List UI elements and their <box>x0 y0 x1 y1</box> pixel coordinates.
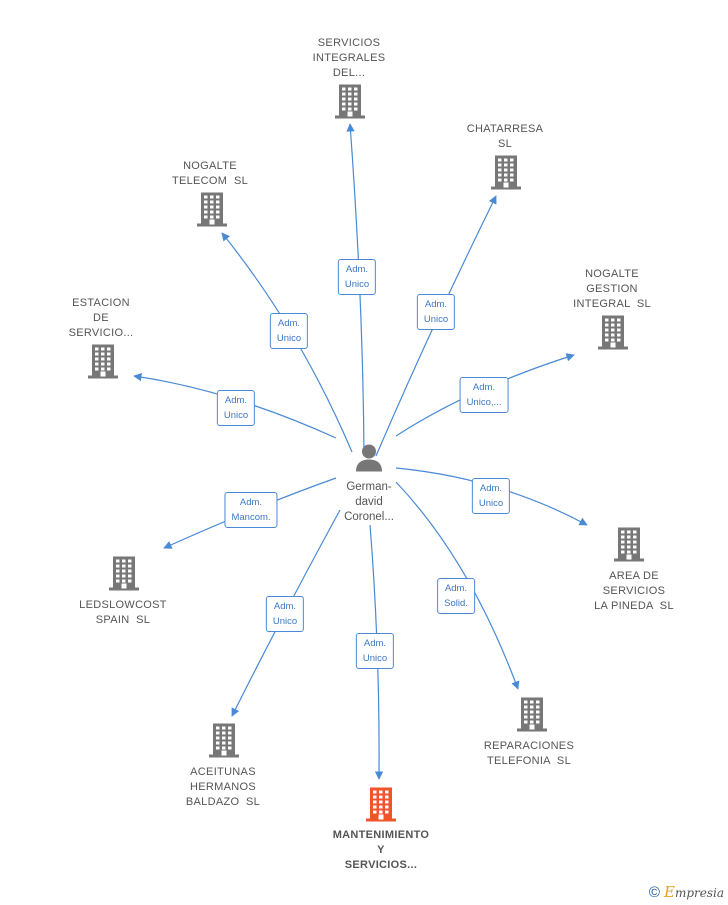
role-badge-estacion-de-servicio[interactable]: Adm.Unico <box>216 390 256 426</box>
center-person-name[interactable]: German- david Coronel... <box>344 481 394 523</box>
role-badge-reparaciones-telefonia[interactable]: Adm.Solid. <box>437 578 475 614</box>
building-icon <box>366 787 396 822</box>
building-icon <box>335 84 365 119</box>
company-node-nogalte-gestion[interactable] <box>596 314 630 355</box>
copyright-icon: © <box>648 883 660 901</box>
role-badge-ledslowcost[interactable]: Adm.Mancom. <box>224 492 278 528</box>
company-node-area-de-servicios[interactable] <box>612 526 646 567</box>
company-node-chatarresa[interactable] <box>489 154 523 195</box>
building-icon <box>614 527 644 562</box>
empresia-logo[interactable]: Empresia <box>663 883 724 901</box>
building-icon <box>197 192 227 227</box>
role-badge-nogalte-telecom[interactable]: Adm.Unico <box>269 313 309 349</box>
role-badge-aceitunas[interactable]: Adm.Unico <box>265 596 305 632</box>
role-badge-mantenimiento[interactable]: Adm.Unico <box>355 633 395 669</box>
building-icon <box>517 697 547 732</box>
building-icon <box>209 723 239 758</box>
company-node-ledslowcost[interactable] <box>107 555 141 596</box>
building-icon <box>88 344 118 379</box>
company-node-nogalte-telecom[interactable] <box>195 191 229 232</box>
company-node-servicios-integrales[interactable] <box>333 83 367 124</box>
footer-brand: © Empresia <box>649 883 724 901</box>
building-icon <box>598 315 628 350</box>
company-node-mantenimiento[interactable] <box>364 786 398 827</box>
role-badge-area-de-servicios[interactable]: Adm.Unico <box>471 478 511 514</box>
company-node-aceitunas[interactable] <box>207 722 241 763</box>
role-badge-nogalte-gestion[interactable]: Adm.Unico,... <box>459 377 509 413</box>
edge-reparaciones-telefonia <box>395 481 520 690</box>
company-node-reparaciones-telefonia[interactable] <box>515 696 549 737</box>
person-icon <box>356 444 382 472</box>
building-icon <box>491 155 521 190</box>
center-person[interactable] <box>354 443 384 478</box>
building-icon <box>109 556 139 591</box>
role-badge-chatarresa[interactable]: Adm.Unico <box>416 294 456 330</box>
role-badge-servicios-integrales[interactable]: Adm.Unico <box>337 259 377 295</box>
company-node-estacion-de-servicio[interactable] <box>86 343 120 384</box>
